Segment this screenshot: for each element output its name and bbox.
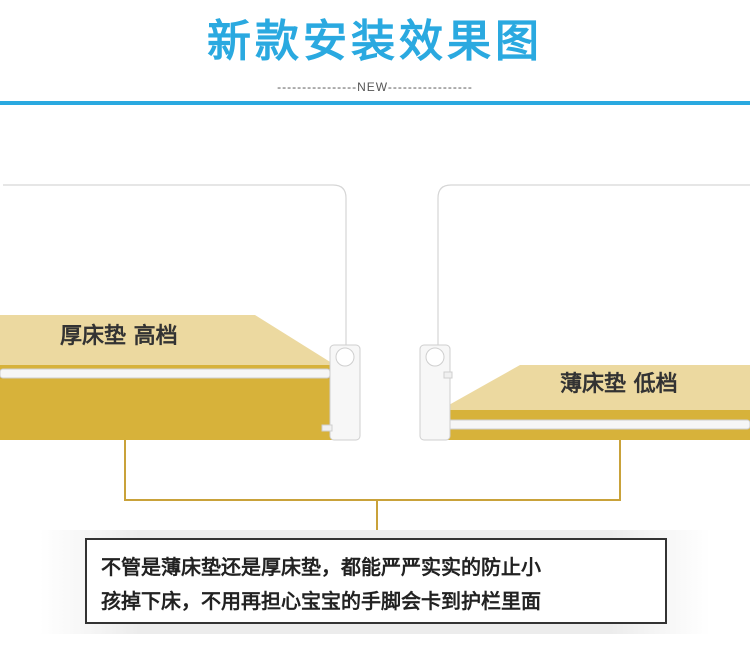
- right-rail-clip: [419, 344, 451, 441]
- left-rail-clip: [329, 344, 361, 441]
- left-bed-rail: [0, 178, 361, 441]
- description-box: 不管是薄床垫还是厚床垫，都能严严实实的防止小 孩掉下床，不用再担心宝宝的手脚会卡…: [85, 538, 667, 624]
- description-line-1: 不管是薄床垫还是厚床垫，都能严严实实的防止小: [101, 555, 541, 579]
- left-mattress-top: [0, 315, 335, 365]
- right-mattress-top: [440, 365, 750, 410]
- right-rail-bar: [444, 419, 750, 430]
- callout-connector: [124, 440, 621, 540]
- left-rail-bar: [0, 368, 331, 379]
- thin-mattress-label: 薄床垫 低档: [560, 372, 678, 397]
- description-line-2: 孩掉下床，不用再担心宝宝的手脚会卡到护栏里面: [101, 589, 541, 613]
- page-title: 新款安装效果图: [207, 16, 543, 67]
- thick-mattress-label: 厚床垫 高档: [60, 324, 178, 349]
- right-bed-rail: [419, 178, 750, 441]
- page-subtitle: ----------------NEW-----------------: [277, 80, 473, 94]
- title-divider: [0, 101, 750, 105]
